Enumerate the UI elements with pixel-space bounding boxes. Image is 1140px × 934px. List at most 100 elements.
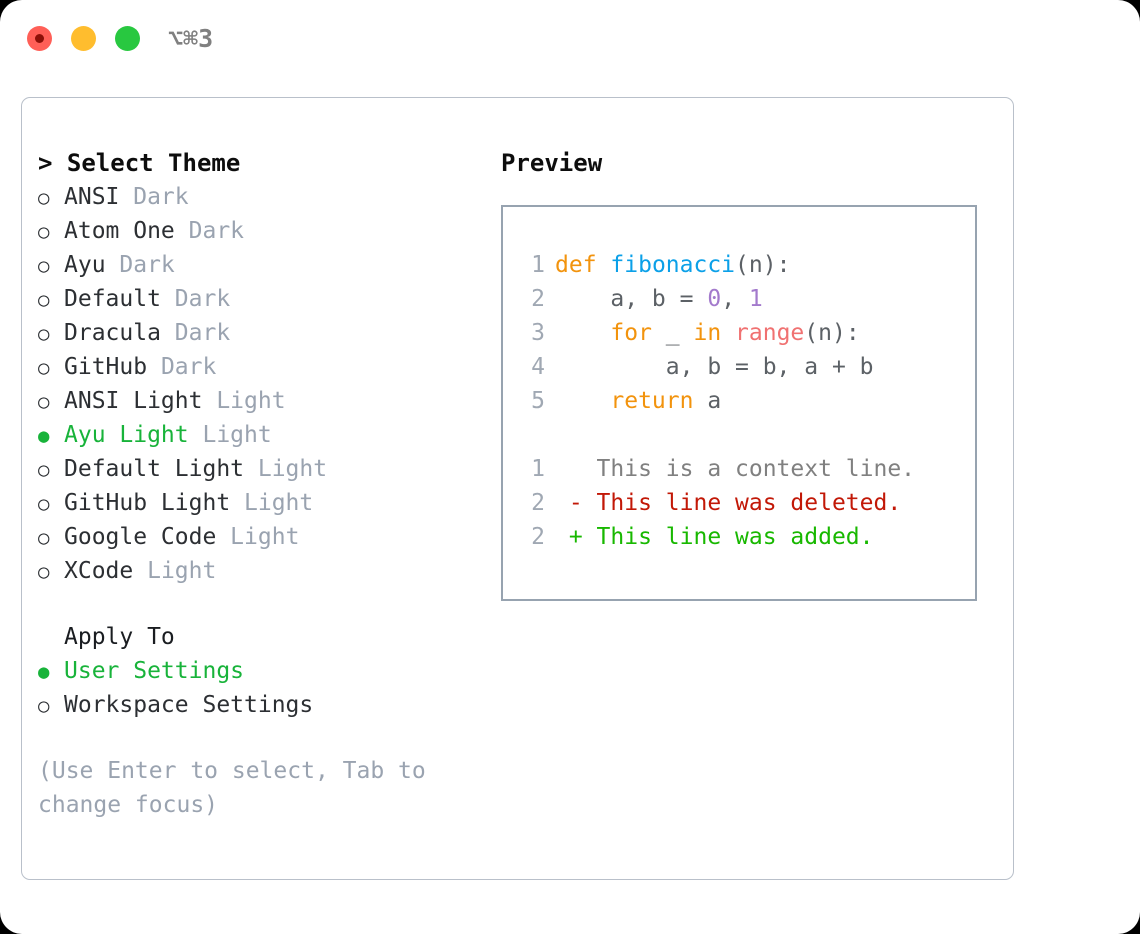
theme-option-label: XCode [64, 558, 134, 584]
theme-option-variant: Light [244, 456, 328, 482]
select-theme-heading: > Select Theme [38, 146, 478, 180]
theme-option-variant: Dark [105, 252, 175, 278]
line-number: 2 [531, 286, 545, 312]
code-token: a, b = b, a + b [555, 354, 874, 380]
line-number: 1 [531, 252, 545, 278]
theme-option-label: Atom One [64, 218, 175, 244]
theme-option-default[interactable]: ○ Default Dark [38, 282, 478, 316]
theme-option-label: Ayu [64, 252, 106, 278]
radio-unselected-icon: ○ [38, 493, 50, 515]
theme-option-ansi-light[interactable]: ○ ANSI Light Light [38, 384, 478, 418]
theme-option-variant: Light [216, 524, 300, 550]
main-panel: > Select Theme ○ANSI Dark○Atom One Dark○… [21, 97, 1014, 880]
theme-option-variant: Dark [119, 184, 189, 210]
diff-line: 1 This is a context line. [519, 452, 915, 486]
radio-unselected-icon: ○ [38, 255, 50, 277]
radio-unselected-icon: ○ [38, 323, 50, 345]
theme-option-label: Google Code [64, 524, 217, 550]
code-token: a, b = [555, 286, 708, 312]
code-token: , [721, 286, 749, 312]
radio-unselected-icon: ○ [38, 561, 50, 583]
theme-option-google-code[interactable]: ○Google Code Light [38, 520, 478, 554]
theme-option-variant: Light [230, 490, 314, 516]
diff-line: 2 + This line was added. [519, 520, 915, 554]
theme-option-default-light[interactable]: ○ Default Light Light [38, 452, 478, 486]
apply-to-section: Apply To ● User Settings ○Workspace Settin… [38, 620, 478, 722]
radio-unselected-icon: ○ [38, 187, 50, 209]
theme-list: ○ ANSI Dark ○ Atom One Dark ○ Ayu Dark ○ Defaul… [38, 180, 478, 588]
code-line: 5 return a [519, 384, 915, 418]
code-line: 1 def fibonacci(n): [519, 248, 915, 282]
theme-option-variant: Dark [147, 354, 217, 380]
apply-to-list: ● User Settings ○Workspace Settings [38, 654, 478, 722]
theme-option-xcode[interactable]: ○XCode Light [38, 554, 478, 588]
theme-option-label: Default Light [64, 456, 245, 482]
code-token: _ [651, 320, 694, 346]
preview-heading: Preview [501, 149, 603, 177]
code-token: return [610, 388, 694, 414]
theme-option-variant: Dark [160, 320, 231, 346]
radio-unselected-icon: ○ [38, 391, 50, 413]
theme-option-dracula[interactable]: ○Dracula Dark [38, 316, 478, 350]
apply-to-option-workspace-settings[interactable]: ○Workspace Settings [38, 688, 478, 722]
code-token: This is a context line. [555, 456, 916, 482]
theme-option-label: Default [64, 286, 161, 312]
theme-option-label: GitHub Light [64, 490, 231, 516]
line-number: 3 [531, 320, 545, 346]
prompt-caret: > [38, 149, 67, 177]
title-bar: ⌥⌘3 [0, 0, 1140, 78]
code-diff-separator [519, 418, 915, 452]
radio-unselected-icon: ○ [38, 357, 50, 379]
line-number: 5 [531, 388, 545, 414]
theme-selection-column: > Select Theme ○ANSI Dark○Atom One Dark○… [38, 146, 478, 822]
theme-option-label: Ayu Light [64, 422, 189, 448]
apply-to-heading: Apply To [64, 624, 175, 650]
code-token [597, 248, 611, 282]
code-token [555, 384, 610, 418]
code-token [555, 316, 610, 350]
minimize-button[interactable] [71, 26, 96, 51]
theme-option-ayu-light[interactable]: ●Ayu Light Light [38, 418, 478, 452]
traffic-lights [27, 26, 140, 51]
apply-to-option-label: User Settings [64, 658, 245, 684]
code-token: fibonacci [610, 252, 736, 278]
code-token: def [555, 252, 597, 278]
code-token: 0 [707, 286, 722, 312]
maximize-button[interactable] [115, 26, 140, 51]
theme-option-github[interactable]: ○ GitHub Dark [38, 350, 478, 384]
line-number: 4 [531, 354, 545, 380]
theme-option-ayu[interactable]: ○ Ayu Dark [38, 248, 478, 282]
theme-option-label: GitHub [64, 354, 148, 380]
theme-option-variant: Light [202, 388, 286, 414]
help-hint-text: (Use Enter to select, Tab to change focu… [38, 758, 440, 818]
radio-selected-icon: ● [38, 661, 50, 683]
radio-unselected-icon: ○ [38, 221, 50, 243]
close-button[interactable] [27, 26, 52, 51]
theme-option-label: ANSI [64, 184, 120, 210]
line-number: 2 [531, 524, 545, 550]
code-token: for [610, 320, 652, 346]
line-number: 2 [531, 490, 545, 516]
code-token: (n): [735, 252, 791, 278]
code-token: range [735, 320, 805, 346]
code-line: 3 for _ in range(n): [519, 316, 915, 350]
theme-option-atom-one[interactable]: ○Atom One Dark [38, 214, 478, 248]
code-line: 2 a, b = 0, 1 [519, 282, 915, 316]
theme-option-variant: Light [188, 422, 272, 448]
select-theme-label: Select Theme [66, 149, 241, 177]
apply-to-option-user-settings[interactable]: ● User Settings [38, 654, 478, 688]
code-token: + This line was added. [555, 524, 874, 550]
theme-option-github-light[interactable]: ○ GitHub Light Light [38, 486, 478, 520]
radio-unselected-icon: ○ [38, 459, 50, 481]
radio-unselected-icon: ○ [38, 289, 50, 311]
code-token: a [693, 388, 722, 414]
code-token: in [693, 320, 722, 346]
theme-option-ansi[interactable]: ○ ANSI Dark [38, 180, 478, 214]
theme-option-variant: Dark [160, 286, 231, 312]
code-token: 1 [748, 286, 763, 312]
theme-option-label: ANSI Light [64, 388, 203, 414]
line-number: 1 [531, 456, 545, 482]
